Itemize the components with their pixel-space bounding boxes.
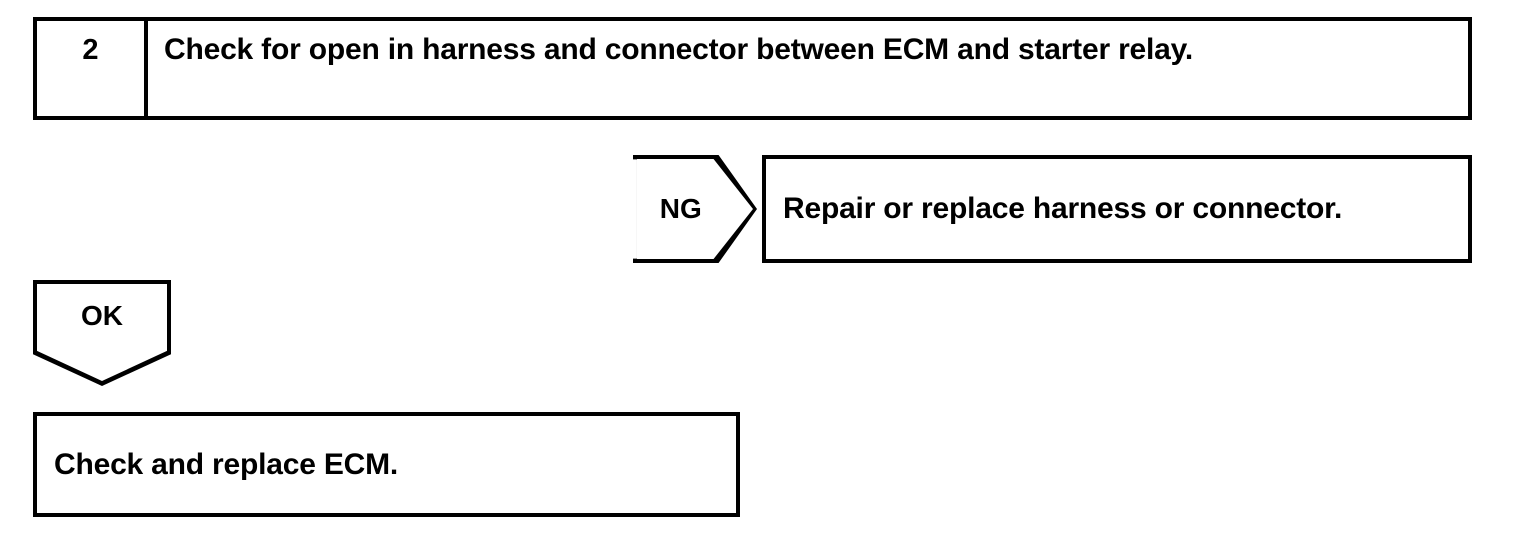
result-box-repair: Repair or replace harness or connector.: [762, 155, 1472, 263]
result-text-repair: Repair or replace harness or connector.: [783, 192, 1343, 226]
branch-tag-ok-label: OK: [81, 300, 123, 332]
branch-tag-ng: NG: [633, 155, 757, 263]
step-number: 2: [82, 34, 99, 66]
result-text-ecm: Check and replace ECM.: [54, 447, 399, 481]
branch-tag-ng-label: NG: [659, 193, 702, 224]
step-box: 2 Check for open in harness and connecto…: [33, 17, 1472, 120]
branch-tag-ok: OK: [33, 280, 171, 386]
result-box-ecm: Check and replace ECM.: [33, 412, 740, 517]
step-instruction-text: Check for open in harness and connector …: [164, 33, 1194, 66]
step-instruction-cell: Check for open in harness and connector …: [148, 21, 1468, 116]
step-number-cell: 2: [37, 21, 148, 116]
